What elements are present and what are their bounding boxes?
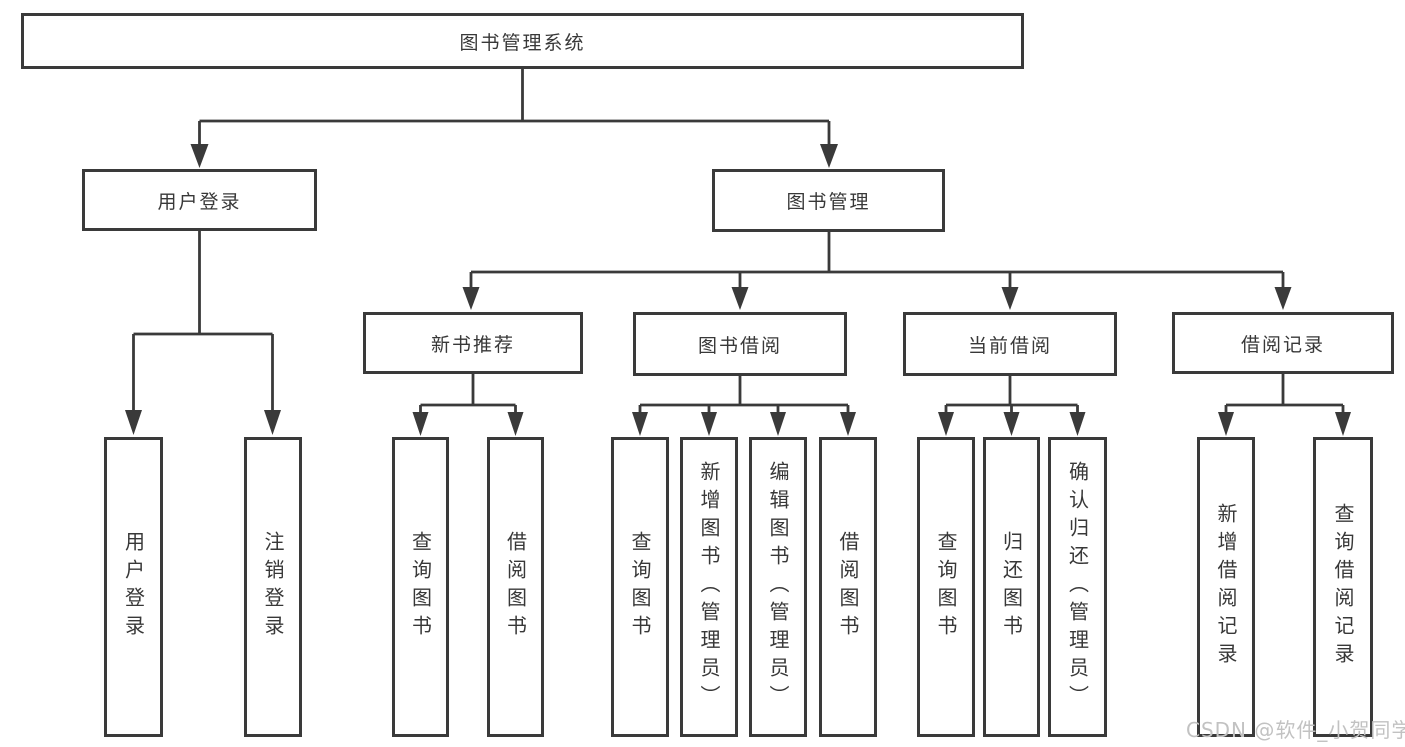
leaf-query-books-borrowing-label: 查询图书	[628, 531, 652, 643]
node-root-label: 图书管理系统	[459, 31, 586, 54]
leaf-confirm-return-admin: 确认归还（管理员）	[1048, 437, 1107, 737]
node-user-login: 用户登录	[82, 169, 317, 231]
node-user-login-label: 用户登录	[157, 190, 242, 213]
arrowhead-icon	[1335, 412, 1351, 436]
edges-new-book-recommendation	[412, 374, 524, 436]
arrowhead-icon	[1218, 412, 1234, 436]
arrowhead-icon	[840, 412, 856, 436]
edges-root	[190, 69, 838, 168]
node-book-management: 图书管理	[712, 169, 945, 232]
leaf-add-book-admin-label: 新增图书（管理员）	[697, 461, 721, 713]
node-root-system: 图书管理系统	[21, 13, 1024, 69]
node-current-borrowing: 当前借阅	[903, 312, 1117, 376]
leaf-return-book: 归还图书	[983, 437, 1040, 737]
leaf-edit-book-admin: 编辑图书（管理员）	[749, 437, 807, 737]
leaf-query-books-recommend-label: 查询图书	[408, 531, 433, 643]
leaf-query-books-recommend: 查询图书	[392, 437, 449, 737]
csdn-watermark: CSDN @软件_小贺同学	[1186, 718, 1405, 742]
node-book-borrowing: 图书借阅	[633, 312, 847, 376]
arrowhead-icon	[264, 410, 281, 435]
leaf-logout: 注销登录	[244, 437, 302, 737]
leaf-borrow-books-borrowing-label: 借阅图书	[836, 531, 860, 643]
leaf-borrow-books-recommend: 借阅图书	[487, 437, 544, 737]
leaf-query-borrow-record: 查询借阅记录	[1313, 437, 1373, 737]
leaf-query-books-borrowing: 查询图书	[611, 437, 669, 737]
arrowhead-icon	[125, 410, 142, 435]
arrowhead-icon	[820, 144, 838, 168]
arrowhead-icon	[1001, 287, 1019, 310]
leaf-logout-label: 注销登录	[261, 531, 285, 643]
arrowhead-icon	[770, 412, 786, 436]
node-new-book-recommendation: 新书推荐	[363, 312, 583, 374]
arrowhead-icon	[1003, 412, 1020, 436]
arrowhead-icon	[938, 412, 954, 436]
node-book-management-label: 图书管理	[786, 191, 871, 213]
arrowhead-icon	[1274, 287, 1292, 310]
leaf-user-login-label: 用户登录	[121, 531, 146, 643]
edges-book-borrowing	[632, 376, 856, 436]
edges-current-borrowing	[938, 376, 1086, 436]
leaf-confirm-return-admin-label: 确认归还（管理员）	[1065, 461, 1090, 713]
leaf-borrow-books-recommend-label: 借阅图书	[503, 531, 528, 643]
leaf-borrow-books-borrowing: 借阅图书	[819, 437, 877, 737]
leaf-user-login: 用户登录	[104, 437, 163, 737]
node-current-borrowing-label: 当前借阅	[967, 334, 1052, 357]
arrowhead-icon	[731, 287, 749, 310]
arrowhead-icon	[462, 287, 480, 310]
leaf-edit-book-admin-label: 编辑图书（管理员）	[766, 461, 790, 713]
arrowhead-icon	[507, 412, 524, 436]
edges-book-management	[462, 232, 1292, 310]
leaf-query-borrow-record-label: 查询借阅记录	[1331, 503, 1355, 671]
node-borrowing-records-label: 借阅记录	[1240, 333, 1325, 356]
arrowhead-icon	[632, 412, 648, 436]
arrowhead-icon	[1069, 412, 1086, 436]
leaf-query-books-current-label: 查询图书	[934, 531, 958, 643]
leaf-add-borrow-record: 新增借阅记录	[1197, 437, 1255, 737]
node-book-borrowing-label: 图书借阅	[697, 334, 782, 357]
leaf-query-books-current: 查询图书	[917, 437, 975, 737]
arrowhead-icon	[190, 144, 209, 168]
arrowhead-icon	[412, 412, 429, 436]
node-new-book-recommendation-label: 新书推荐	[430, 333, 515, 356]
edges-borrowing-records	[1218, 374, 1351, 436]
leaf-return-book-label: 归还图书	[999, 531, 1024, 643]
leaf-add-borrow-record-label: 新增借阅记录	[1214, 503, 1238, 671]
leaf-add-book-admin: 新增图书（管理员）	[680, 437, 738, 737]
node-borrowing-records: 借阅记录	[1172, 312, 1394, 374]
arrowhead-icon	[701, 412, 717, 436]
edges-user-login	[125, 231, 281, 435]
